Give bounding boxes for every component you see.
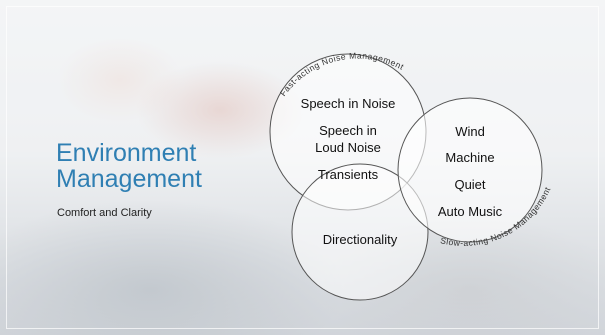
item-quiet: Quiet (454, 177, 486, 192)
item-directionality: Directionality (322, 232, 398, 247)
item-wind: Wind (455, 124, 485, 139)
slide-subtitle: Comfort and Clarity (57, 207, 152, 219)
slide-frame (6, 6, 599, 329)
slide-title: Environment Management (56, 140, 202, 192)
title-line-1: Environment (56, 139, 197, 167)
circle-bottom (291, 163, 429, 301)
item-speech-in: Speech in (319, 123, 377, 138)
item-speech-in-noise: Speech in Noise (300, 96, 396, 111)
title-line-2: Management (56, 165, 202, 193)
item-auto-music: Auto Music (437, 204, 503, 219)
item-loud-noise: Loud Noise (315, 140, 381, 155)
circle-slow (397, 97, 543, 243)
item-machine: Machine (445, 150, 495, 165)
item-transients: Transients (317, 167, 379, 182)
